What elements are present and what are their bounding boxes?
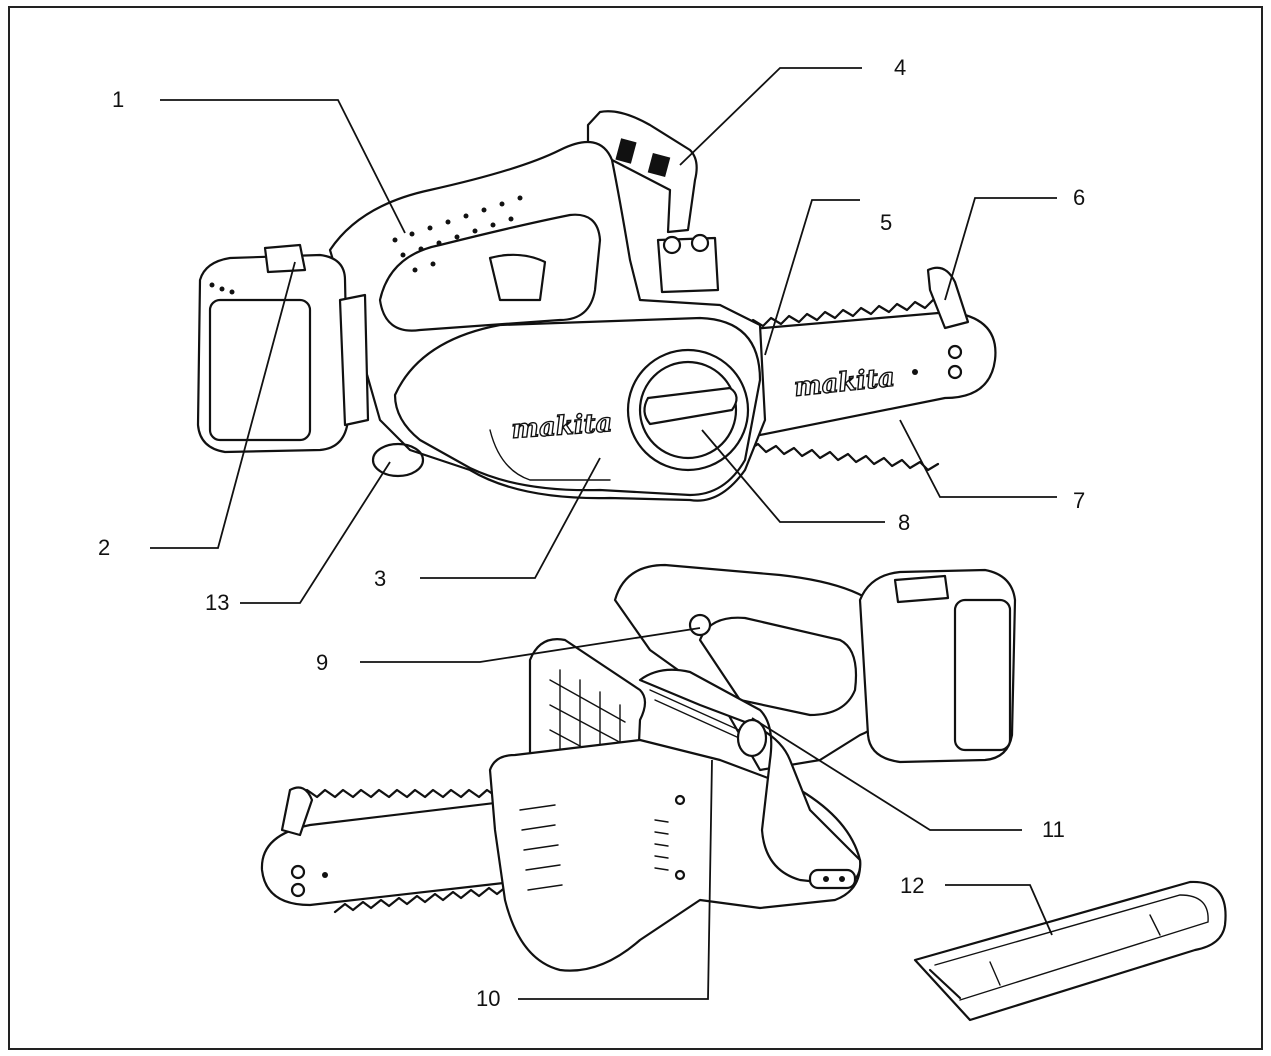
battery-latch — [338, 293, 370, 427]
callout-11: 11 — [1042, 817, 1065, 842]
callout-10: 10 — [476, 986, 500, 1011]
callout-9: 9 — [316, 650, 328, 675]
callout-13: 13 — [205, 590, 229, 615]
callout-6: 6 — [1073, 185, 1085, 210]
front-handle — [638, 668, 862, 890]
cover-brand-text: makita — [510, 408, 613, 445]
callout-5: 5 — [880, 210, 892, 235]
callout-2: 2 — [98, 535, 110, 560]
chainsaw-bottom-view — [260, 563, 1017, 972]
guide-bar-top: makita — [733, 296, 997, 472]
switch-trigger — [488, 253, 547, 302]
callout-1: 1 — [112, 87, 124, 112]
battery-bottom — [858, 568, 1017, 764]
strap-loop — [371, 442, 425, 478]
rear-grip-texture — [392, 195, 523, 273]
handle-opening — [378, 213, 602, 332]
lock-off-button — [688, 613, 712, 637]
battery-top — [196, 243, 350, 454]
chainsaw-top-view: makita makita — [196, 110, 997, 502]
callout-3: 3 — [374, 566, 386, 591]
callout-7: 7 — [1073, 488, 1085, 513]
guide-bar-cover — [913, 880, 1227, 1022]
leader-lines — [150, 67, 1057, 1000]
chain-adjust-knob — [626, 348, 750, 472]
chain-tip-guard — [926, 266, 970, 330]
callout-4: 4 — [894, 55, 906, 80]
callout-12: 12 — [900, 873, 924, 898]
hand-guard-top — [586, 110, 698, 234]
callout-8: 8 — [898, 510, 910, 535]
callout-labels: 1 2 3 4 5 6 7 8 9 10 11 12 13 — [98, 55, 1085, 1011]
